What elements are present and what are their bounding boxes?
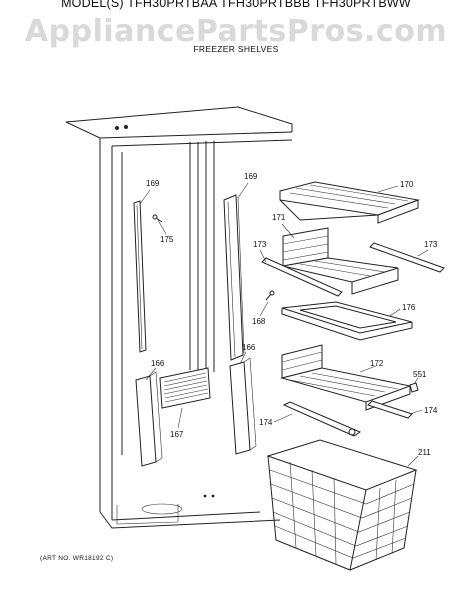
- freezer-cabinet: [65, 106, 293, 529]
- callout-176: 176: [402, 303, 416, 312]
- art-number: (ART NO. WR18192 C): [40, 555, 114, 562]
- rail-173-right: [369, 242, 445, 273]
- screw-175: [152, 214, 163, 223]
- section-title: FREEZER SHELVES: [193, 44, 279, 54]
- grille-167: [159, 367, 211, 409]
- cover-166-left: [135, 371, 163, 467]
- shelf-frame-176: [281, 301, 413, 341]
- bracket-174-left: [282, 401, 362, 437]
- rail-169-right: [223, 194, 245, 361]
- callout-172: 172: [370, 359, 384, 368]
- shelf-170: [279, 181, 420, 224]
- rail-169-left: [133, 200, 147, 353]
- callout-167: 167: [170, 430, 184, 439]
- callout-173-right: 173: [424, 240, 438, 249]
- callout-173-left: 173: [253, 240, 267, 249]
- clip-551: [409, 382, 419, 393]
- basket-shelf-171: [282, 227, 399, 295]
- callout-171: 171: [272, 213, 286, 222]
- site-watermark: AppliancePartsPros.com: [24, 14, 448, 49]
- callout-169-right: 169: [244, 172, 258, 181]
- callout-174-left: 174: [259, 418, 273, 427]
- cover-166-right: [229, 357, 257, 455]
- shelf-172: [280, 344, 412, 411]
- callout-551: 551: [413, 370, 427, 379]
- leader-lines: [139, 182, 429, 467]
- callout-166-right: 166: [242, 343, 256, 352]
- callout-175: 175: [160, 235, 174, 244]
- callout-169-left: 169: [146, 179, 160, 188]
- callout-174-right: 174: [424, 406, 438, 415]
- wire-basket-211: [266, 439, 418, 571]
- callout-166-left: 166: [151, 359, 165, 368]
- callout-168: 168: [252, 317, 266, 326]
- callout-170: 170: [400, 180, 414, 189]
- bracket-174-right: [367, 400, 413, 419]
- model-numbers: MODEL(S) TFH30PRTBAA TFH30PRTBBB TFH30PR…: [61, 0, 411, 10]
- callout-211: 211: [418, 448, 431, 457]
- screw-168: [265, 290, 275, 301]
